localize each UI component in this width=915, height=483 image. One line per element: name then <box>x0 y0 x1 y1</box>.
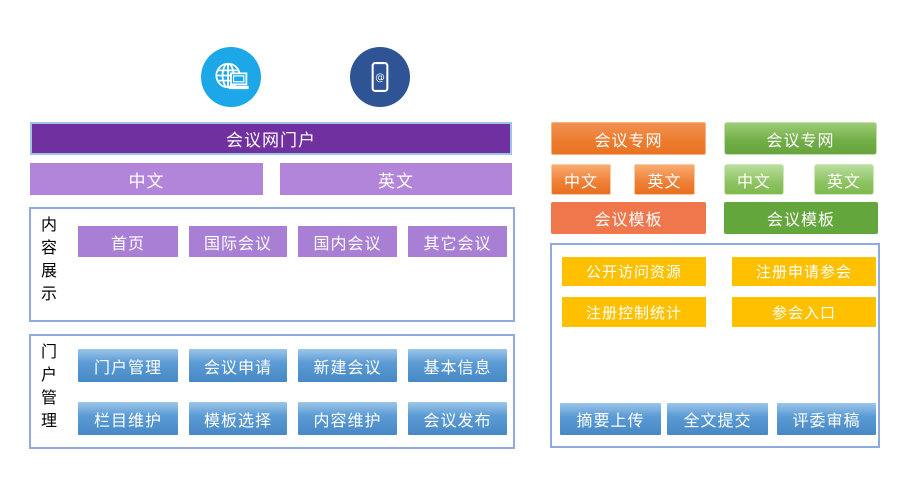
portal-lang-zh: 中文 <box>30 163 263 195</box>
manage-item-publish: 会议发布 <box>408 402 507 435</box>
portal-lang-en: 英文 <box>280 163 512 195</box>
manage-item-portal: 门户管理 <box>78 349 178 382</box>
content-item-other: 其它会议 <box>408 226 507 257</box>
green-conference-template: 会议模板 <box>724 202 878 234</box>
content-item-home: 首页 <box>78 226 178 257</box>
blue-fulltext-submit: 全文提交 <box>667 403 768 435</box>
green-conference-network: 会议专网 <box>724 122 877 155</box>
orange-conference-template: 会议模板 <box>551 202 706 234</box>
yellow-attend-entrance: 参会入口 <box>732 297 876 327</box>
svg-text:@: @ <box>375 72 385 83</box>
yellow-register-attend: 注册申请参会 <box>732 257 876 286</box>
blue-abstract-upload: 摘要上传 <box>560 403 661 435</box>
portal-manage-label: 门户管理 <box>38 343 57 435</box>
attendee-section-box: 公开访问资源 注册申请参会 注册控制统计 参会入口 摘要上传 全文提交 评委审稿 <box>550 243 880 448</box>
globe-laptop-icon <box>215 62 249 90</box>
content-item-domestic: 国内会议 <box>298 226 397 257</box>
manage-item-new-conference: 新建会议 <box>298 349 397 382</box>
yellow-register-stats: 注册控制统计 <box>562 297 706 327</box>
portal-header: 会议网门户 <box>30 122 512 155</box>
manage-item-apply: 会议申请 <box>189 349 287 382</box>
orange-lang-zh: 中文 <box>551 164 611 195</box>
yellow-public-resources: 公开访问资源 <box>562 257 706 286</box>
portal-manage-box: 门户管理 门户管理 会议申请 新建会议 基本信息 栏目维护 模板选择 内容维护 … <box>29 334 515 449</box>
content-item-international: 国际会议 <box>189 226 287 257</box>
green-lang-zh: 中文 <box>724 164 784 195</box>
content-display-box: 内容展示 首页 国际会议 国内会议 其它会议 <box>29 207 515 322</box>
manage-item-content-maintain: 内容维护 <box>298 402 397 435</box>
smartphone-at-icon: @ <box>371 62 389 92</box>
manage-item-basic-info: 基本信息 <box>408 349 507 382</box>
blue-reviewer-review: 评委审稿 <box>777 403 876 435</box>
mobile-portal-circle: @ <box>350 47 410 107</box>
green-lang-en: 英文 <box>814 164 874 195</box>
content-display-label: 内容展示 <box>38 216 57 308</box>
orange-lang-en: 英文 <box>634 164 695 195</box>
manage-item-template-select: 模板选择 <box>189 402 287 435</box>
web-portal-circle <box>201 47 261 107</box>
orange-conference-network: 会议专网 <box>551 122 706 155</box>
manage-item-column-maintain: 栏目维护 <box>78 402 178 435</box>
